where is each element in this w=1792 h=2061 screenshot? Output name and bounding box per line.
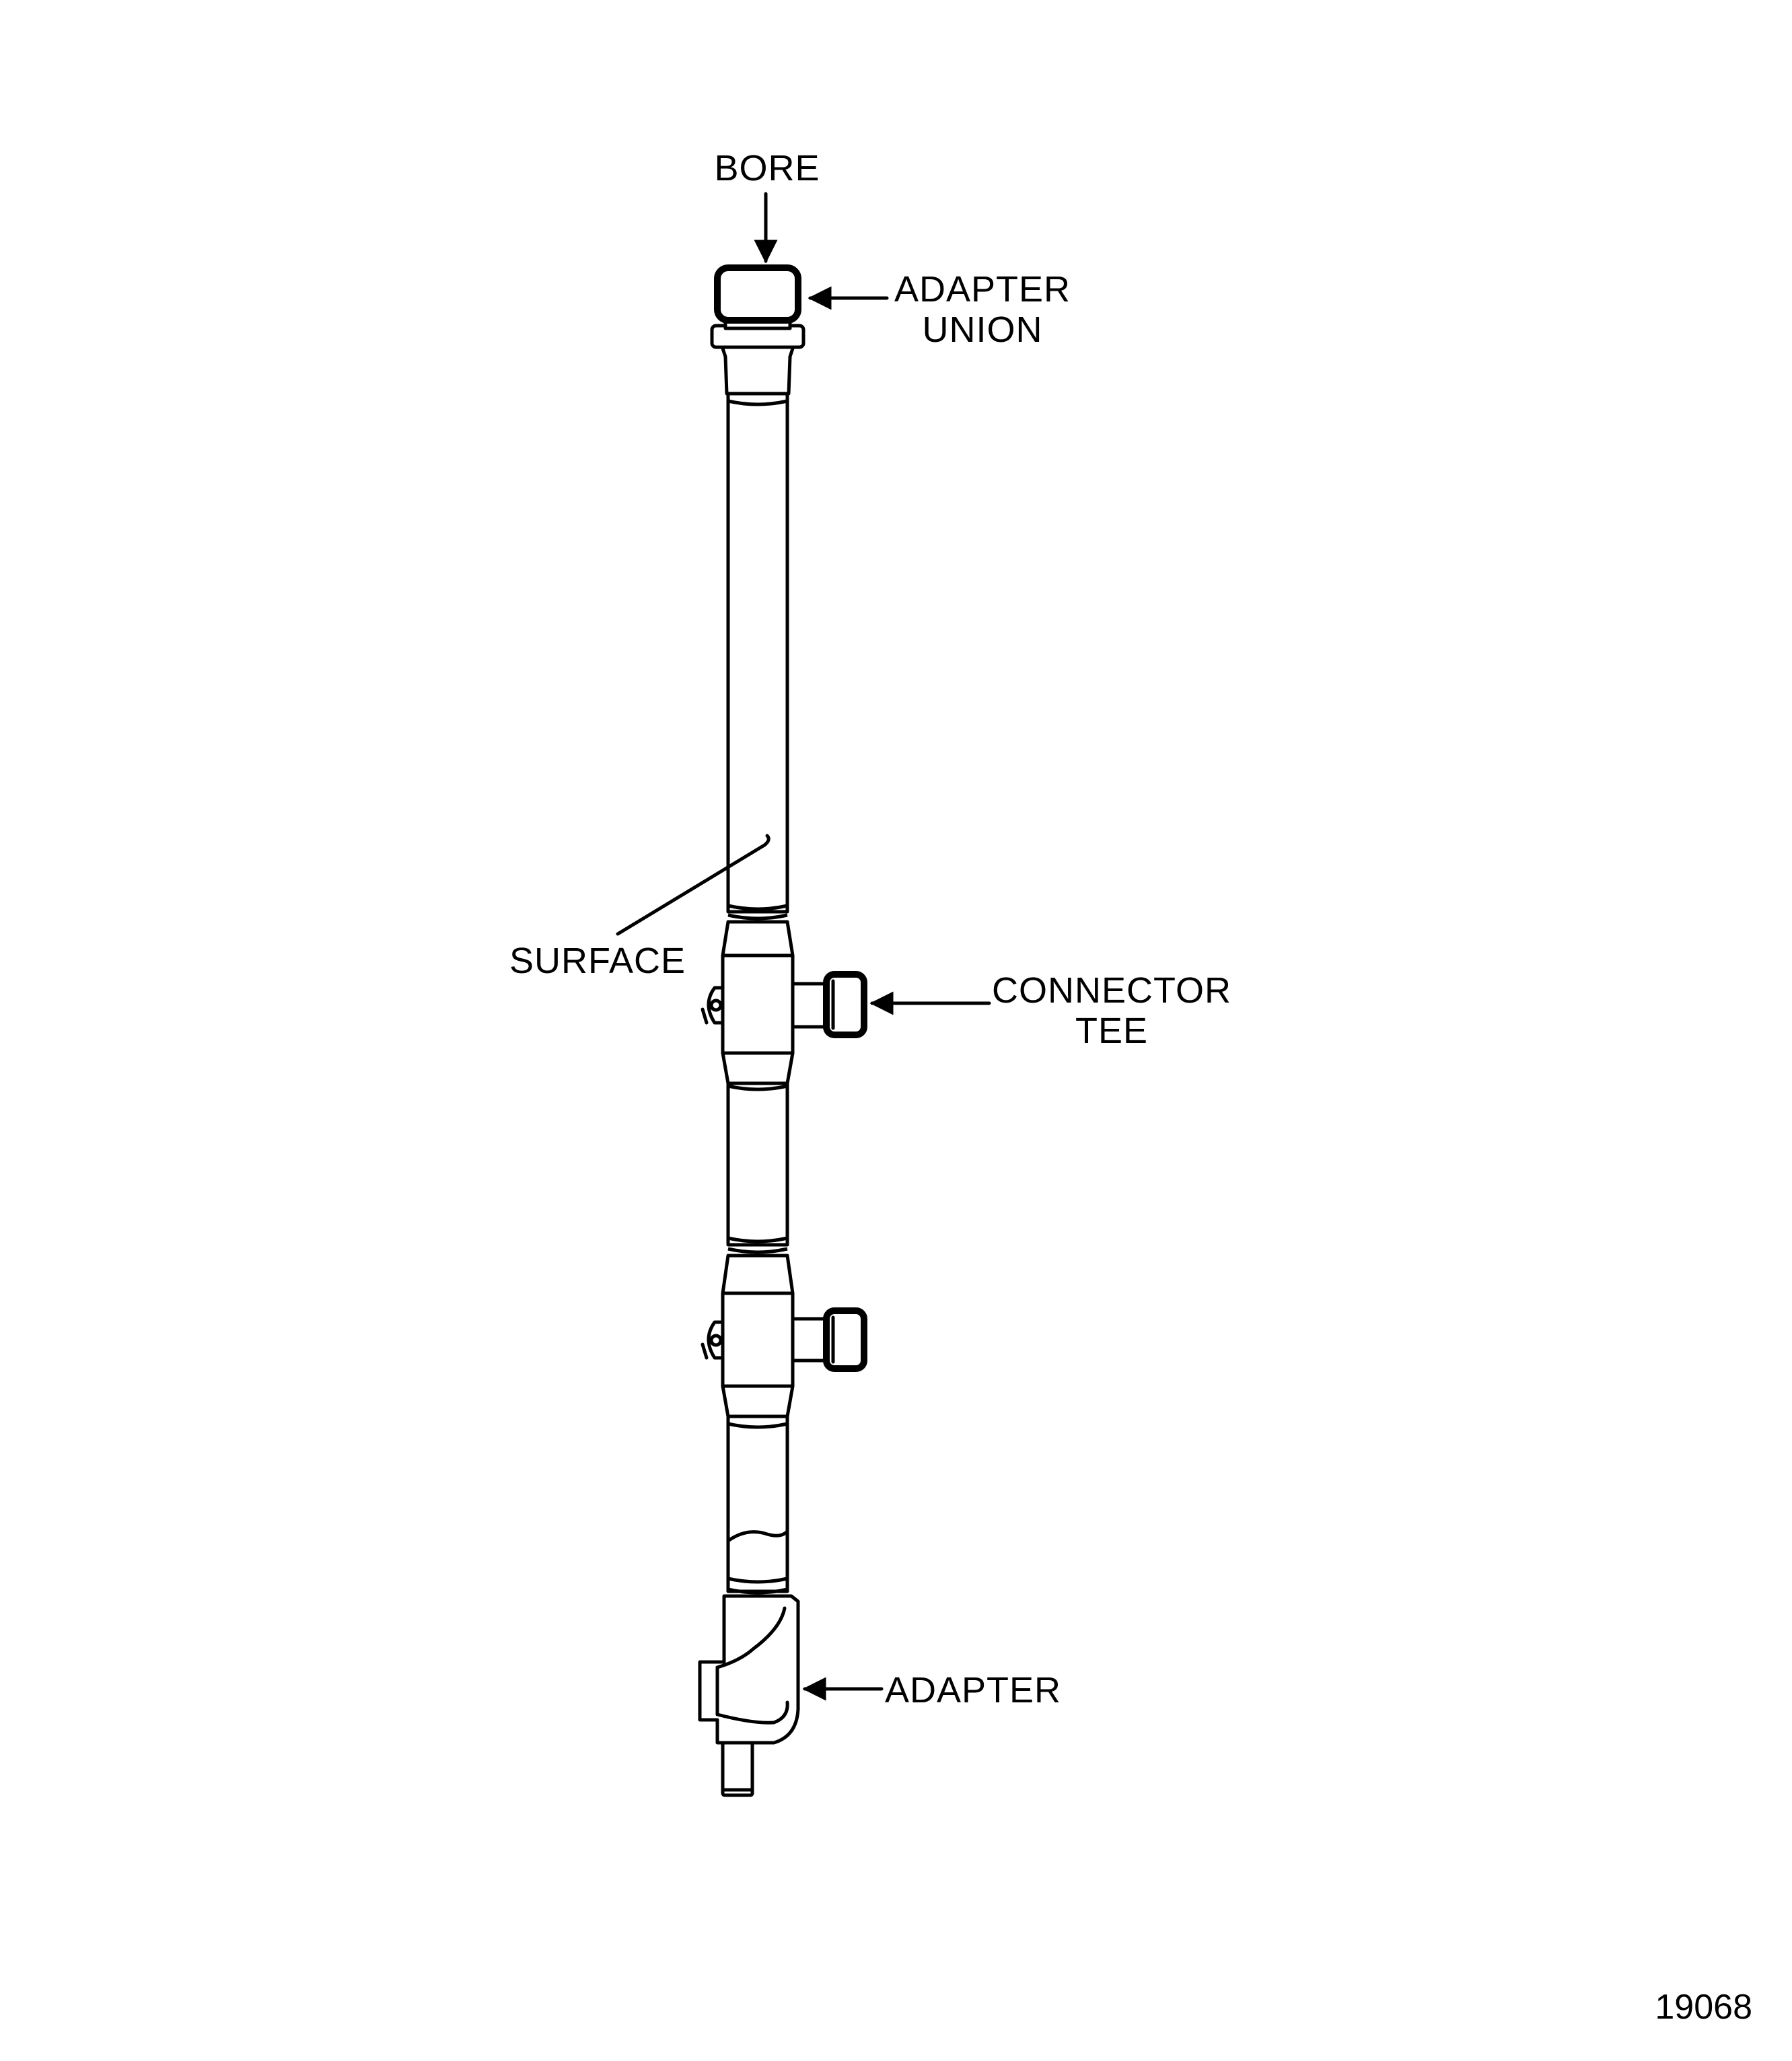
label-adapter-union-line1: ADAPTER <box>894 269 1071 310</box>
label-surface: SURFACE <box>509 941 686 981</box>
lower-tube <box>726 1414 789 1595</box>
figure-number: 19068 <box>1655 1988 1752 2027</box>
upper-tee <box>701 920 867 1085</box>
pipe-assembly <box>698 264 867 1797</box>
label-bore: BORE <box>714 148 820 188</box>
bottom-adapter <box>698 1594 800 1797</box>
lower-tee <box>701 1254 867 1418</box>
adapter-union <box>710 264 805 396</box>
middle-tube <box>726 1081 789 1254</box>
label-adapter-union-line2: UNION <box>923 310 1043 350</box>
leader-lines <box>616 192 991 1701</box>
label-adapter: ADAPTER <box>885 1670 1061 1710</box>
surface-leader <box>616 834 770 936</box>
label-connector-tee-line2: TEE <box>1075 1011 1148 1051</box>
label-connector-tee-line1: CONNECTOR <box>992 970 1231 1011</box>
upper-tube <box>726 392 789 920</box>
